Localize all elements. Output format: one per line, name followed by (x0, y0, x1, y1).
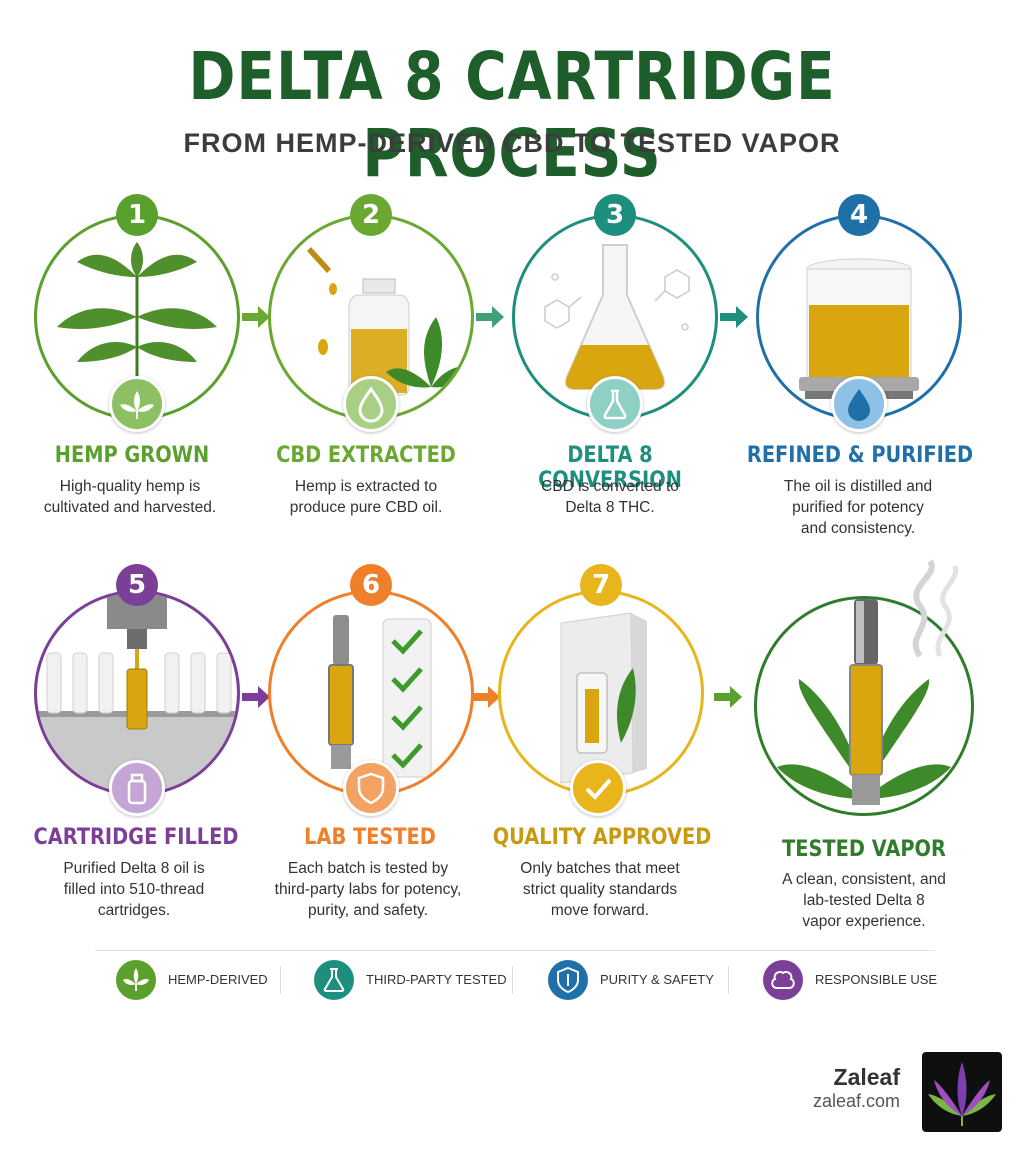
hemp-leaf-icon (123, 968, 149, 991)
vape-cartridge-illustration (777, 599, 951, 805)
footer-label: THIRD-PARTY TESTED (366, 972, 507, 987)
shield-icon (357, 772, 385, 805)
step-3-badge (587, 376, 643, 432)
step-2-desc-line1: Hemp is extracted to (294, 478, 438, 495)
step-5-label: CARTRIDGE FILLED (33, 825, 239, 850)
step-4-circle (756, 214, 962, 420)
footer-shield-badge (548, 960, 588, 1000)
tested-vapor-desc-line3: vapor experience. (802, 913, 926, 930)
step-6-desc-line2: third-party labs for potency, (274, 881, 462, 898)
step-1-badge (109, 376, 165, 432)
conversion-flask-illustration (544, 244, 690, 390)
lab-test-checklist-illustration (328, 615, 432, 778)
footer-divider (95, 950, 935, 951)
step-5-number: 5 (116, 564, 158, 606)
tested-vapor-circle (754, 596, 974, 816)
step-5-desc-line1: Purified Delta 8 oil is (63, 860, 205, 877)
footer-label: PURITY & SAFETY (600, 972, 714, 987)
footer-separator (728, 966, 729, 994)
step-6-number: 6 (350, 564, 392, 606)
step-2-badge (343, 376, 399, 432)
step-2-label: CBD EXTRACTED (276, 443, 456, 468)
step-5-desc-line3: cartridges. (97, 902, 171, 919)
tested-vapor-desc-line1: A clean, consistent, and (782, 871, 946, 888)
step-5-badge (109, 760, 165, 816)
brain-icon (771, 970, 795, 989)
step-6-badge (343, 760, 399, 816)
step-4-desc-line2: purified for potency (792, 499, 924, 516)
cannabis-leaf-icon (928, 1062, 996, 1126)
step-6-label: LAB TESTED (304, 825, 436, 850)
tested-vapor-label: TESTED VAPOR (782, 837, 946, 862)
step-4-number: 4 (838, 194, 880, 236)
step-6-desc-line3: purity, and safety. (307, 902, 429, 919)
smoke-icon (912, 559, 959, 658)
step-3-label: DELTA 8 CONVERSION (538, 443, 682, 493)
tested-vapor-desc-line2: lab-tested Delta 8 (803, 892, 925, 909)
flask-icon (603, 389, 627, 420)
step-7-desc-line1: Only batches that meet (520, 860, 680, 877)
step-3-desc-line1: CBD is converted to (541, 478, 679, 495)
footer-hemp-badge (116, 960, 156, 1000)
step-1-number: 1 (116, 194, 158, 236)
step-3-number: 3 (594, 194, 636, 236)
step-2-desc-line2: produce pure CBD oil. (289, 499, 443, 516)
step-7-badge (570, 760, 626, 816)
arrow-right-icon (242, 306, 270, 328)
cartridge-filling-illustration (37, 593, 237, 793)
hemp-leaf-icon (120, 391, 154, 419)
step-4-desc-line1: The oil is distilled and (783, 478, 933, 495)
shield-icon (557, 966, 579, 994)
brand-logo (922, 1052, 1002, 1132)
step-5-desc-line2: filled into 510-thread (63, 881, 205, 898)
flask-icon (323, 968, 345, 992)
bottle-icon (127, 773, 147, 805)
footer-label: HEMP-DERIVED (168, 972, 268, 987)
arrow-right-icon (472, 686, 500, 708)
footer-separator (280, 966, 281, 994)
brand-url[interactable]: zaleaf.com (812, 1091, 900, 1111)
arrow-right-icon (242, 686, 270, 708)
step-7-number: 7 (580, 564, 622, 606)
step-1-desc-line2: cultivated and harvested. (43, 499, 217, 516)
step-7-label: QUALITY APPROVED (492, 825, 712, 850)
droplet-icon (358, 386, 384, 423)
arrow-right-icon (720, 306, 748, 328)
step-4-badge (831, 376, 887, 432)
step-7-desc-line3: move forward. (550, 902, 650, 919)
checkmark-icon (585, 778, 612, 800)
hemp-plant-illustration (57, 242, 217, 387)
page-title: DELTA 8 CARTRIDGE PROCESS (188, 38, 836, 192)
footer-brain-badge (763, 960, 803, 1000)
step-4-desc-line3: and consistency. (800, 520, 916, 537)
step-1-label: HEMP GROWN (54, 443, 210, 468)
footer-flask-badge (314, 960, 354, 1000)
step-1-desc-line1: High-quality hemp is (59, 478, 201, 495)
step-4-label: REFINED & PURIFIED (746, 443, 974, 468)
page-subtitle: FROM HEMP-DERIVED CBD TO TESTED VAPOR (183, 128, 841, 158)
water-drop-icon (848, 389, 870, 421)
step-7-desc-line2: strict quality standards (522, 881, 678, 898)
arrow-right-icon (476, 306, 504, 328)
footer-label: RESPONSIBLE USE (815, 972, 938, 987)
step-6-desc-line1: Each batch is tested by (287, 860, 449, 877)
step-3-desc-line2: Delta 8 THC. (565, 499, 655, 516)
arrow-right-icon (714, 686, 742, 708)
packaged-cartridge-illustration (560, 612, 647, 784)
step-2-number: 2 (350, 194, 392, 236)
brand-name: Zaleaf (833, 1064, 900, 1090)
footer-separator (512, 966, 513, 994)
